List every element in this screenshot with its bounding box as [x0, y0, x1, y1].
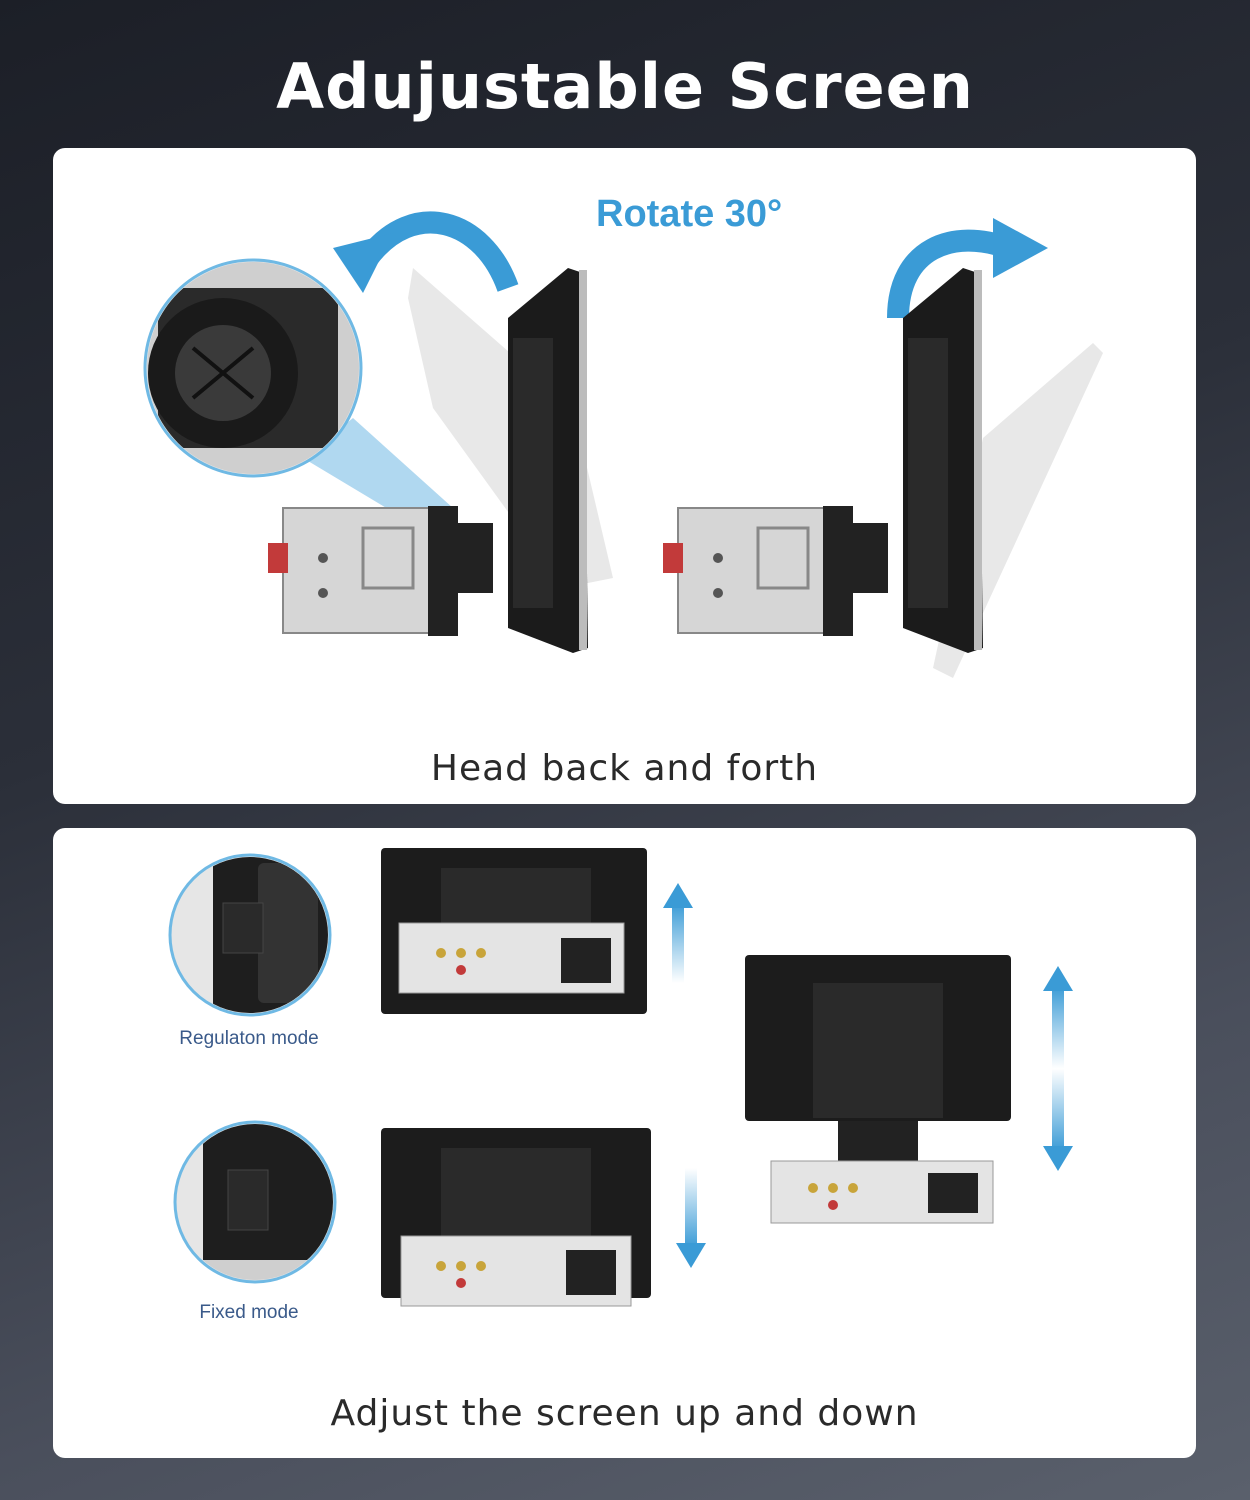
up-arrow-icon — [663, 883, 693, 983]
knob-zoom-detail — [143, 258, 453, 518]
rotate-panel: Rotate 30° — [53, 148, 1196, 804]
rotate-label: Rotate 30° — [596, 193, 783, 235]
regulation-zoom-detail — [168, 853, 332, 1017]
regulation-mode-label: Regulaton mode — [179, 1028, 319, 1049]
device-raised — [745, 955, 1011, 1224]
fixed-zoom-detail — [173, 1120, 337, 1284]
updown-panel: Regulaton mode Fixed mode — [53, 828, 1196, 1458]
device-regulation-mode — [381, 848, 647, 1014]
fixed-mode-label: Fixed mode — [199, 1302, 299, 1323]
down-arrow-icon — [676, 1168, 706, 1268]
device-tilt-back — [268, 268, 613, 653]
page-title: Adujustable Screen — [276, 50, 974, 123]
rotate-ccw-arrow-icon — [333, 211, 519, 293]
rotate-cw-arrow-icon — [887, 218, 1048, 318]
up-down-arrow-icon — [1043, 966, 1073, 1171]
updown-caption: Adjust the screen up and down — [330, 1393, 919, 1434]
device-tilt-forward — [663, 268, 1103, 678]
rotate-caption: Head back and forth — [430, 748, 819, 789]
device-fixed-mode — [381, 1128, 651, 1307]
